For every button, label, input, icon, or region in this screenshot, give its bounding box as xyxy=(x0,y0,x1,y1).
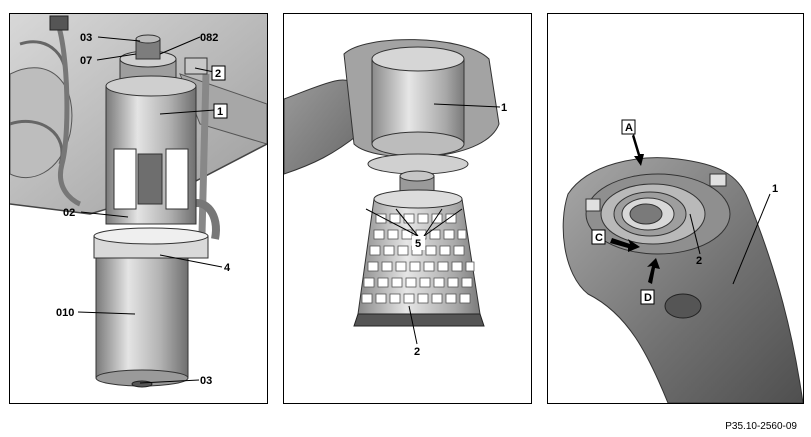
bushing-installed xyxy=(371,58,465,145)
label-2: 2 xyxy=(696,255,702,267)
label-07: 07 xyxy=(80,55,92,67)
label-5: 5 xyxy=(415,238,421,250)
panel-right-arm-detail: A C D 2 1 xyxy=(547,13,804,404)
left-illustration: 03 07 082 2 1 02 4 010 03 xyxy=(10,14,267,403)
panel-left-tool-installation: 03 07 082 2 1 02 4 010 03 xyxy=(9,13,268,404)
figure-reference: P35.10-2560-09 xyxy=(725,421,797,432)
label-03-bottom: 03 xyxy=(200,375,212,387)
panel-middle-bushing: 1 5 2 xyxy=(283,13,532,404)
label-d: D xyxy=(644,292,652,304)
arrow-c xyxy=(610,238,640,252)
label-082: 082 xyxy=(200,32,218,44)
label-1: 1 xyxy=(217,106,223,118)
label-010: 010 xyxy=(56,307,74,319)
lower-cylinder xyxy=(95,257,189,379)
label-a: A xyxy=(625,122,633,134)
label-c: C xyxy=(595,232,603,244)
cable xyxy=(55,23,82,207)
label-1: 1 xyxy=(772,183,778,195)
label-03-top: 03 xyxy=(80,32,92,44)
middle-illustration: 1 5 2 xyxy=(284,14,531,403)
label-2: 2 xyxy=(414,346,420,358)
label-2: 2 xyxy=(215,68,221,80)
arrow-d xyxy=(647,258,660,284)
arrow-a xyxy=(632,134,644,166)
label-1: 1 xyxy=(501,102,507,114)
right-illustration: A C D 2 1 xyxy=(548,14,803,403)
label-4: 4 xyxy=(224,262,231,274)
label-02: 02 xyxy=(63,207,75,219)
